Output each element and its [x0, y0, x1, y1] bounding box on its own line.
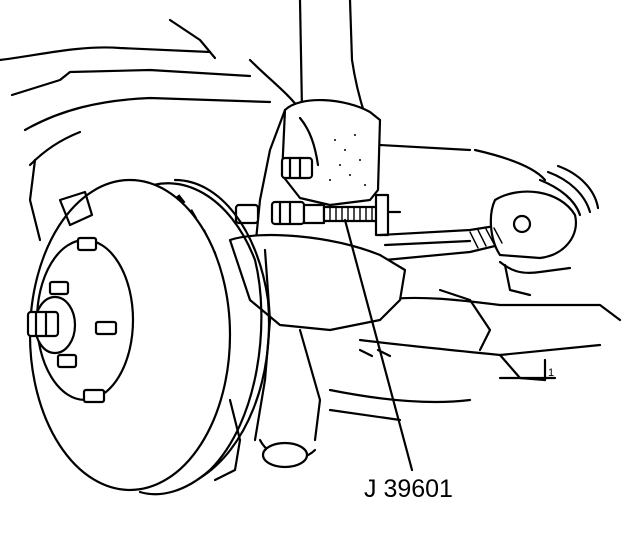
vehicle-body-lines: [0, 0, 367, 242]
tool-j39601: [302, 193, 402, 237]
corner-mark: 1: [548, 367, 554, 379]
steering-knuckle: [234, 99, 382, 252]
brake-rotor: [26, 178, 271, 496]
tool-callout: J 39601: [343, 218, 453, 503]
tool-label: J 39601: [364, 475, 453, 503]
tie-rod: [378, 143, 600, 297]
lower-knuckle: [213, 233, 407, 482]
